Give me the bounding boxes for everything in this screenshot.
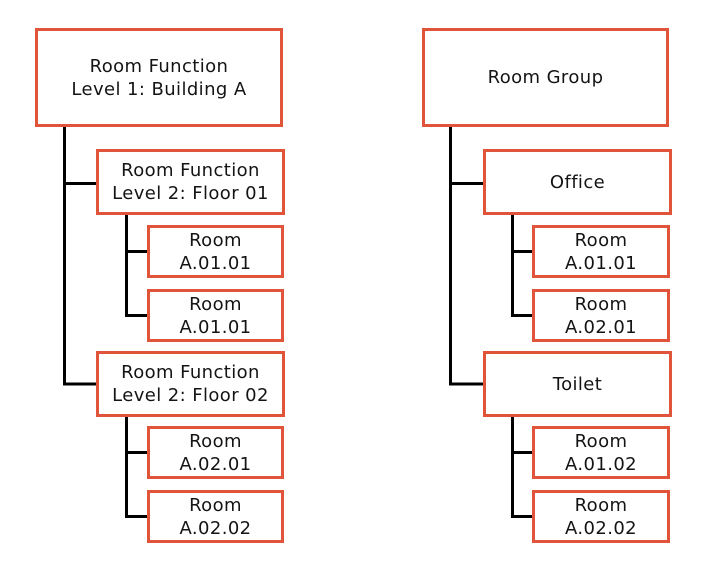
- right-trunk-line: [449, 127, 483, 386]
- node-room-a-01-01-first: Room A.01.01: [147, 225, 284, 278]
- right-toilet-subtrunk-line: [511, 417, 532, 518]
- node-toilet: Toilet: [483, 351, 672, 417]
- left-trunk-line: [63, 127, 96, 386]
- node-room-a-02-01-left: Room A.02.01: [147, 426, 284, 479]
- right-office-subtrunk-line: [511, 215, 532, 317]
- node-room-a-02-02-toilet: Room A.02.02: [532, 490, 670, 543]
- node-room-function-level1-building-a: Room Function Level 1: Building A: [35, 28, 283, 127]
- node-room-a-02-02-left: Room A.02.02: [147, 490, 284, 543]
- node-office: Office: [483, 149, 672, 215]
- left-floor01-subtrunk-line: [125, 215, 147, 317]
- node-room-a-01-01-second: Room A.01.01: [147, 289, 284, 342]
- node-room-function-level2-floor-02: Room Function Level 2: Floor 02: [96, 351, 285, 417]
- node-room-function-level2-floor-01: Room Function Level 2: Floor 01: [96, 149, 285, 215]
- node-room-a-02-01-office: Room A.02.01: [532, 289, 670, 342]
- node-room-group: Room Group: [422, 28, 669, 127]
- node-room-a-01-01-office: Room A.01.01: [532, 225, 670, 278]
- left-floor02-subtrunk-line: [125, 417, 147, 518]
- node-room-a-01-02-toilet: Room A.01.02: [532, 426, 670, 479]
